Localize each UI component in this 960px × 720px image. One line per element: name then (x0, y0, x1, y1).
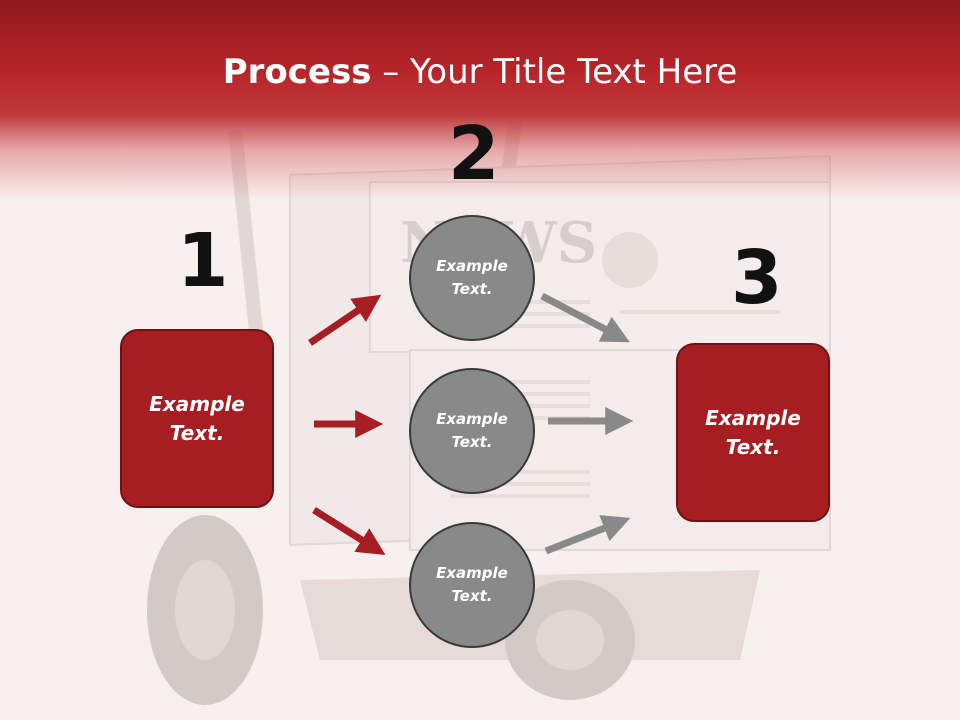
title-rest: – Your Title Text Here (371, 52, 738, 92)
step-number-1: 1 (177, 218, 229, 304)
right-box-line2: Text. (725, 434, 781, 459)
right-example-box: Example Text. (676, 343, 830, 522)
page-title: Process – Your Title Text Here (0, 52, 960, 92)
circle-middle-line1: Example (436, 410, 508, 428)
right-box-line1: Example (705, 405, 801, 430)
circle-top-line2: Text. (451, 280, 493, 298)
circle-top: Example Text. (409, 215, 535, 341)
title-bold: Process (222, 52, 372, 92)
circle-bottom-line2: Text. (451, 587, 493, 605)
circle-bottom-line1: Example (436, 564, 508, 582)
left-box-line1: Example (149, 391, 245, 416)
left-box-line2: Text. (169, 420, 225, 445)
circle-middle-line2: Text. (451, 433, 493, 451)
header-band (0, 0, 960, 200)
circle-top-line1: Example (436, 257, 508, 275)
step-number-3: 3 (731, 235, 783, 321)
left-example-box: Example Text. (120, 329, 274, 508)
step-number-2: 2 (448, 111, 500, 197)
circle-middle: Example Text. (409, 368, 535, 494)
circle-bottom: Example Text. (409, 522, 535, 648)
